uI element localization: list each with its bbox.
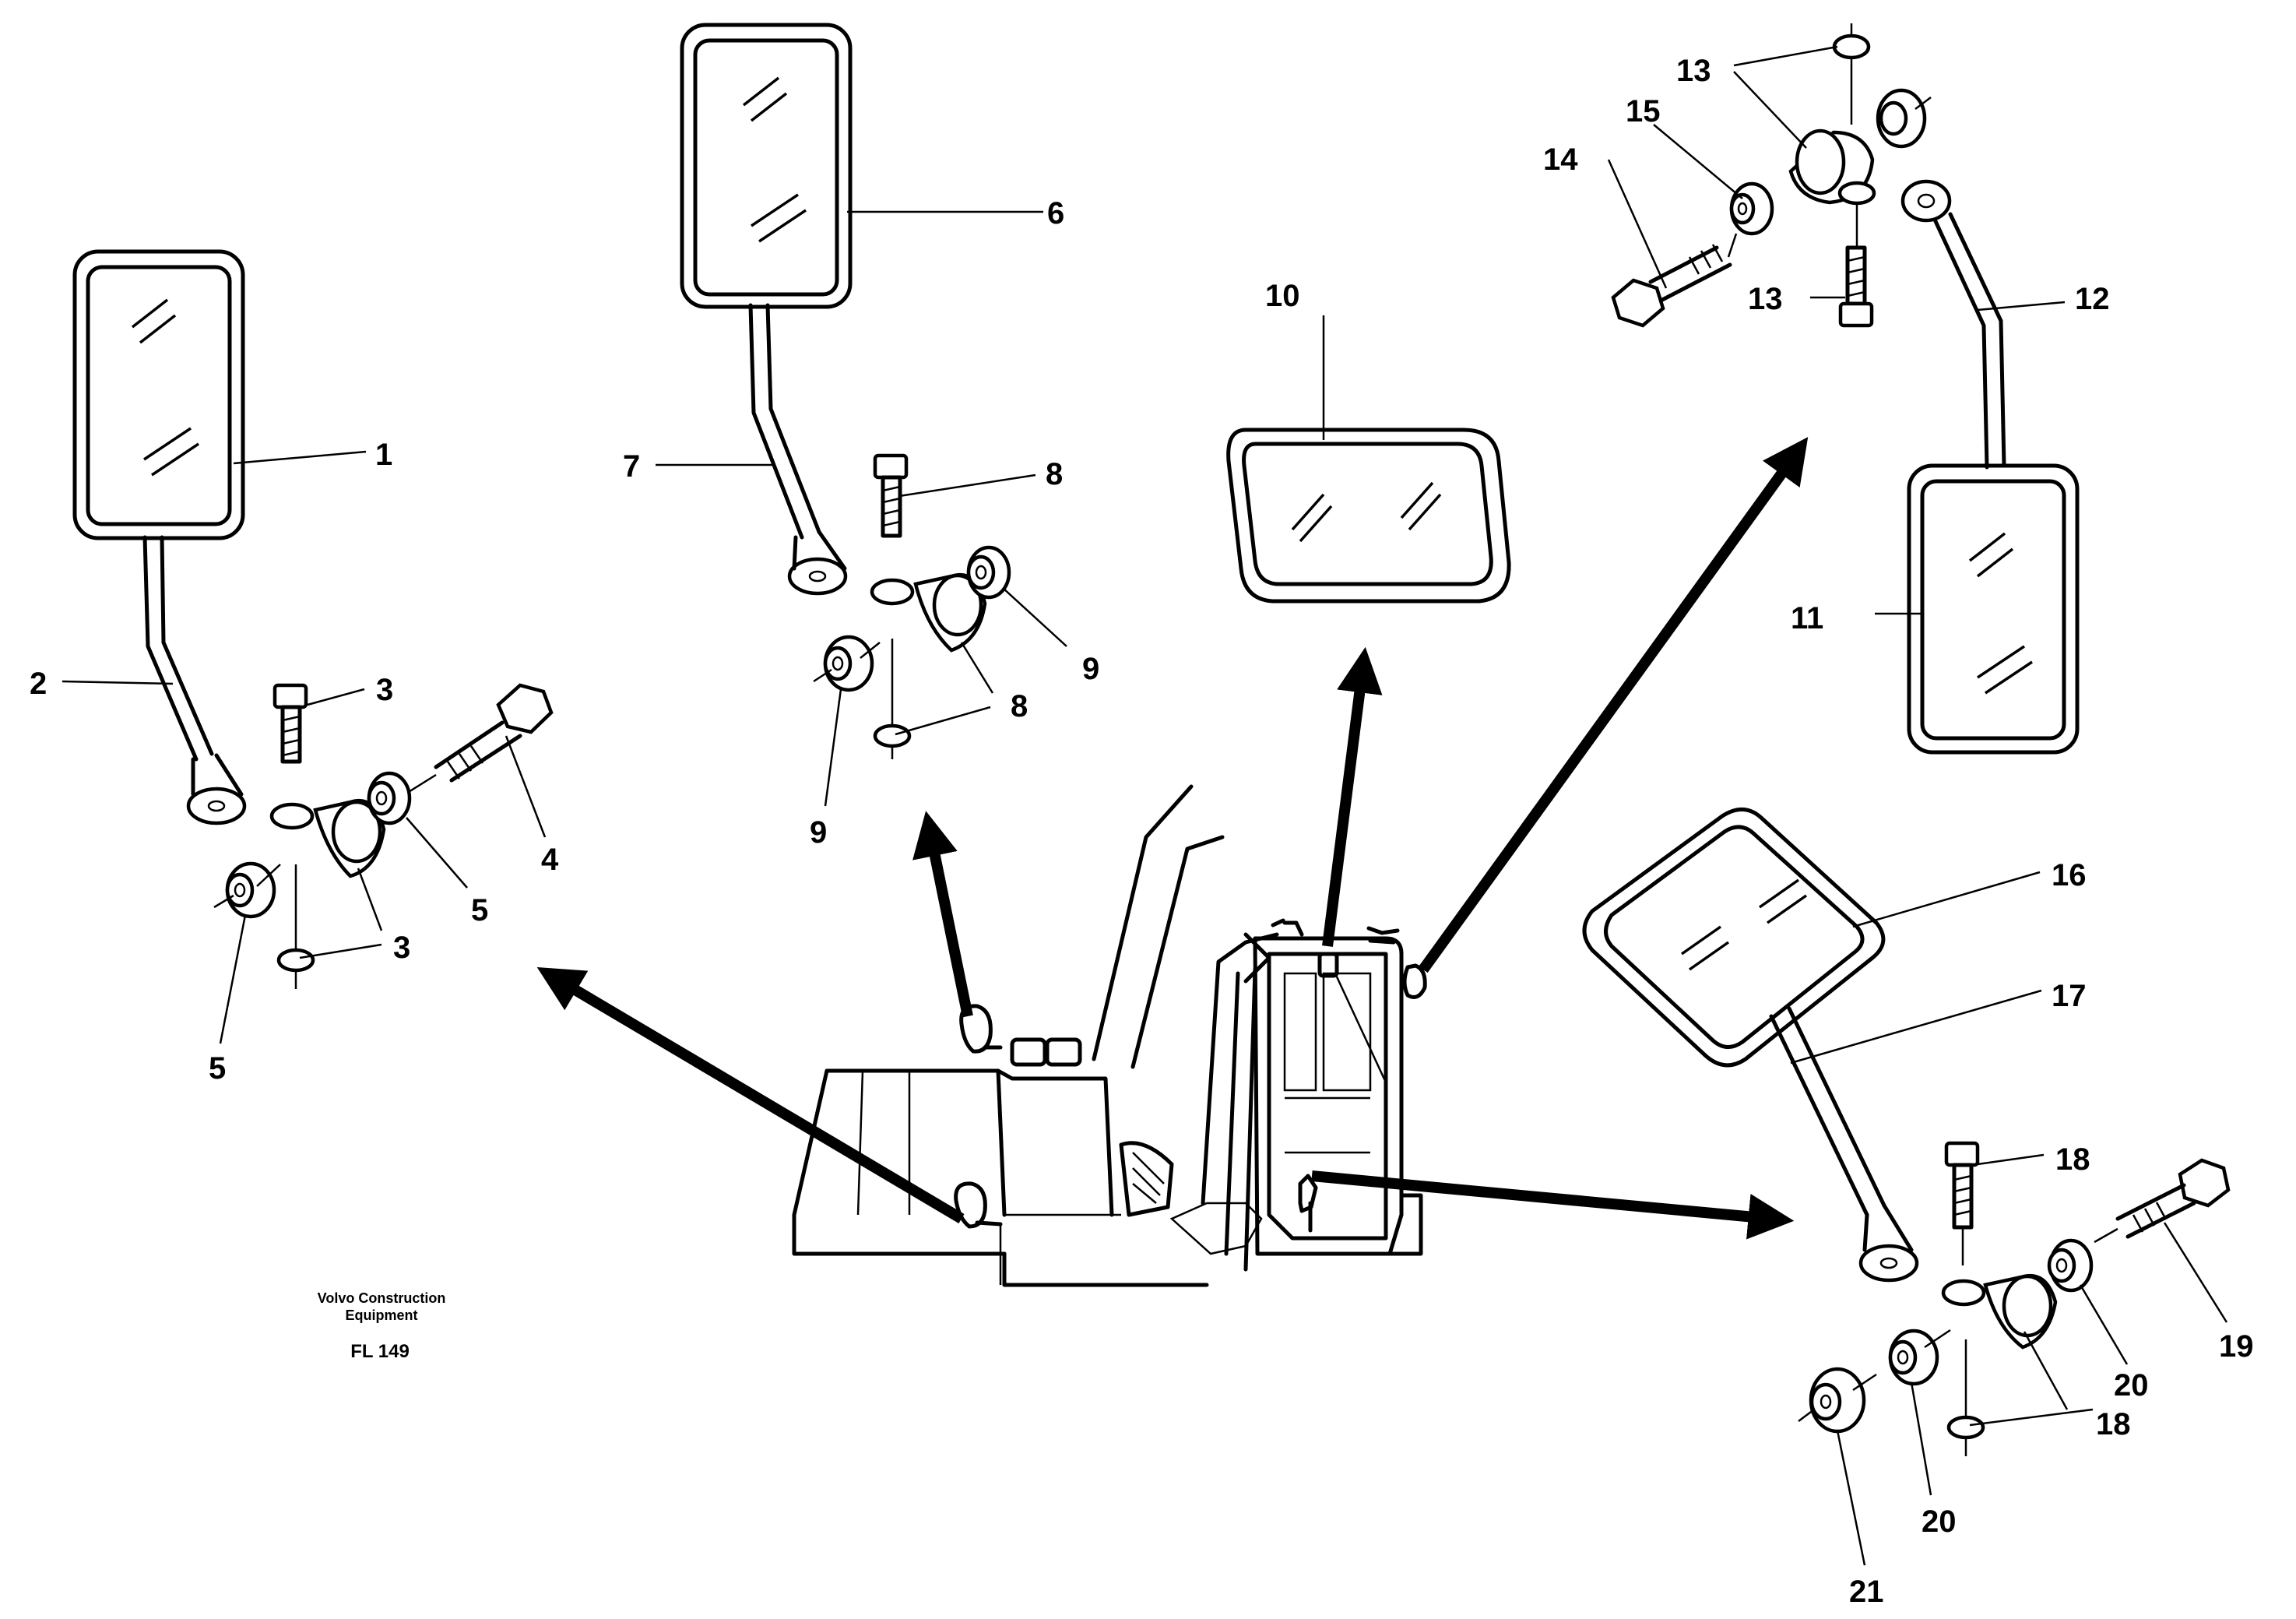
spacer-5: [213, 771, 412, 919]
label-18: 18: [2055, 1142, 2090, 1177]
leader-lines: [62, 45, 2228, 1566]
label-8: 8: [1011, 689, 1028, 723]
direction-arrows: [536, 437, 1809, 1240]
label-14: 14: [1543, 143, 1578, 177]
clamp-3: [269, 683, 386, 989]
mirror-arm-17: [1769, 1006, 1919, 1283]
machine-cab-illustration: [792, 784, 1427, 1287]
diagram-caption: Volvo Construction Equipment FL 149: [318, 1290, 446, 1362]
bolt-4: [373, 683, 554, 815]
figure-code: FL 149: [350, 1341, 410, 1362]
label-1: 1: [375, 438, 392, 472]
spacer-21: [1798, 1367, 1877, 1434]
label-6: 6: [1047, 196, 1064, 231]
spacer-20: [1888, 1238, 2094, 1386]
label-4: 4: [541, 843, 559, 877]
label-20: 20: [2114, 1368, 2149, 1403]
label-19: 19: [2219, 1329, 2254, 1364]
label-15: 15: [1626, 94, 1661, 128]
mirror-assembly-left: [72, 249, 554, 989]
label-7: 7: [623, 449, 640, 484]
mirror-arm-2: [142, 535, 247, 825]
label-3: 3: [376, 673, 393, 707]
label-21: 21: [1849, 1575, 1884, 1609]
label-20: 20: [1922, 1505, 1957, 1539]
label-17: 17: [2052, 979, 2087, 1013]
brand-name-line-2: Equipment: [346, 1308, 418, 1323]
part-number-labels: 1 2 3 3 4 5 5 6 7 8 8 9 9 10 11 12 13 13…: [30, 54, 2254, 1609]
arrow-to-mirror-16: [1311, 1170, 1795, 1240]
label-12: 12: [2075, 282, 2110, 316]
spacer-15: [1729, 181, 1774, 236]
mirror-16: [1582, 808, 1886, 1068]
mirror-assembly-lower-right: [1582, 808, 2231, 1456]
label-8: 8: [1046, 457, 1063, 491]
brand-name-line-1: Volvo Construction: [318, 1290, 446, 1306]
label-9: 9: [810, 815, 827, 850]
arrow-to-mirror-11: [1419, 437, 1809, 973]
arrow-to-mirror-6: [912, 811, 973, 1018]
mirror-10: [1226, 428, 1511, 604]
arrow-to-mirror-10: [1322, 646, 1383, 947]
mirror-6: [680, 23, 853, 309]
mirror-arm-7: [748, 303, 848, 596]
label-5: 5: [209, 1051, 226, 1086]
label-2: 2: [30, 667, 47, 701]
mirror-1: [72, 249, 245, 540]
arrow-to-left-mirror: [536, 967, 965, 1224]
bolt-19: [2094, 1158, 2231, 1244]
mirror-arm-12: [1900, 179, 2006, 470]
label-18: 18: [2096, 1407, 2131, 1441]
clamp-18: [1941, 1141, 2058, 1456]
label-3: 3: [393, 931, 410, 965]
clamp-13: [1788, 23, 1932, 328]
label-11: 11: [1791, 601, 1823, 635]
label-9: 9: [1082, 652, 1099, 686]
spacer-9: [813, 545, 1011, 692]
label-5: 5: [471, 893, 488, 927]
mirror-assembly-center-left: [680, 23, 1011, 759]
label-16: 16: [2052, 858, 2087, 892]
label-13: 13: [1748, 282, 1783, 316]
mirror-assembly-right: [1611, 23, 2080, 755]
label-13: 13: [1676, 54, 1711, 88]
bolt-14: [1611, 233, 1738, 328]
mirror-11: [1907, 463, 2080, 755]
label-10: 10: [1265, 279, 1300, 313]
